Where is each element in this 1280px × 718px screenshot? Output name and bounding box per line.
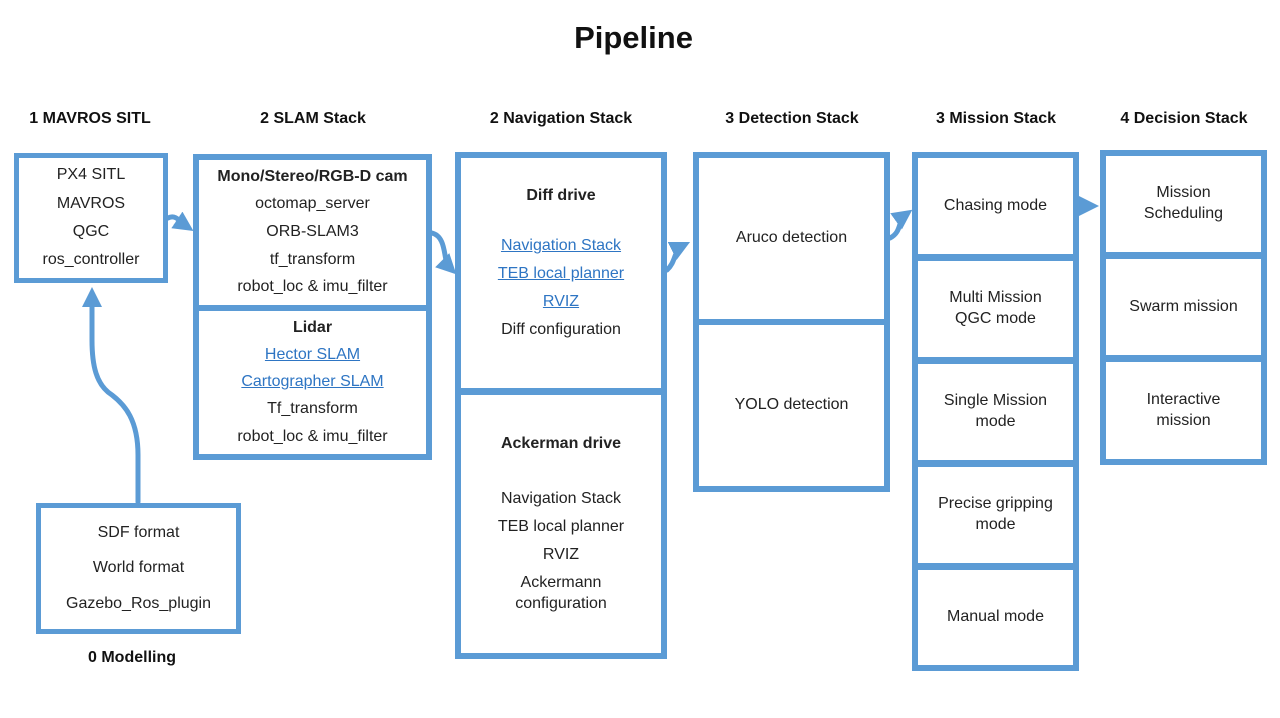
diagram-title: Pipeline [574,20,693,55]
sitl-item: QGC [72,222,110,240]
ackerman-drive-title: Ackerman drive [500,434,622,452]
rviz-link[interactable]: RVIZ [542,292,580,310]
modelling-label: 0 Modelling [88,649,176,666]
column-heading-mavros-sitl: 1 MAVROS SITL [29,110,151,127]
mission-single-box: Single Mission mode [912,358,1079,466]
ackerman-item: Navigation Stack [500,490,622,508]
slam-camera-item: ORB-SLAM3 [266,223,359,241]
mission-item: Multi Mission QGC mode [949,289,1042,327]
cartographer-slam-link[interactable]: Cartographer SLAM [241,373,384,391]
mission-item: Manual mode [947,608,1044,626]
detection-item: YOLO detection [734,396,849,414]
ackerman-item: RVIZ [542,546,580,563]
hector-slam-link[interactable]: Hector SLAM [264,345,361,363]
column-heading-mission-stack: 3 Mission Stack [935,110,1057,127]
arrow-modelling-to-sitl [82,287,141,505]
modelling-item: SDF format [97,523,180,541]
slam-lidar-item: Tf_transform [267,400,358,418]
column-heading-navigation-stack: 2 Navigation Stack [489,110,633,127]
slam-camera-item: tf_transform [269,250,356,268]
slam-camera-item: robot_loc & imu_filter [237,278,388,296]
modelling-box: SDF format World format Gazebo_Ros_plugi… [36,503,241,634]
decision-item: Swarm mission [1129,297,1238,315]
sitl-item: ros_controller [42,250,140,268]
aruco-detection-box: Aruco detection [693,152,890,325]
arrow-sitl-to-slam [165,211,194,231]
modelling-item: Gazebo_Ros_plugin [66,594,211,612]
decision-item: Interactive mission [1146,390,1221,429]
teb-local-planner-link[interactable]: TEB local planner [497,265,625,283]
decision-item: Mission Scheduling [1143,184,1224,222]
decision-scheduling-box: Mission Scheduling [1100,150,1267,258]
ackerman-item: TEB local planner [497,518,625,536]
mission-multi-qgc-box: Multi Mission QGC mode [912,255,1079,363]
column-heading-decision-stack: 4 Decision Stack [1120,110,1248,127]
decision-interactive-box: Interactive mission [1100,356,1267,465]
column-heading-detection-stack: 3 Detection Stack [725,110,859,127]
ackerman-item: Ackermann configuration [515,573,607,612]
arrow-slam-to-navigation [429,230,457,275]
slam-camera-title: Mono/Stereo/RGB-D cam [217,167,408,185]
sitl-item: PX4 SITL [56,166,126,184]
ackerman-drive-box: Ackerman drive Navigation Stack TEB loca… [455,389,667,659]
slam-camera-item: octomap_server [255,195,370,213]
diff-configuration-item: Diff configuration [501,320,621,338]
mission-item: Precise gripping mode [938,495,1053,533]
mission-item: Single Mission mode [943,392,1048,430]
mission-item: Chasing mode [943,196,1048,214]
column-heading-slam-stack: 2 SLAM Stack [260,110,366,127]
arrow-navigation-to-detection [664,241,691,273]
slam-lidar-box: Lidar Hector SLAM Cartographer SLAM Tf_t… [193,305,432,460]
arrow-detection-to-mission [887,209,913,241]
mission-precise-gripping-box: Precise gripping mode [912,461,1079,569]
mission-manual-box: Manual mode [912,564,1079,671]
detection-item: Aruco detection [735,229,848,247]
yolo-detection-box: YOLO detection [693,319,890,492]
diff-drive-title: Diff drive [526,186,596,204]
slam-lidar-item: robot_loc & imu_filter [237,427,388,445]
navigation-stack-link[interactable]: Navigation Stack [500,237,622,255]
sitl-item: MAVROS [56,194,126,212]
modelling-item: World format [92,559,185,577]
slam-lidar-title: Lidar [292,318,333,336]
